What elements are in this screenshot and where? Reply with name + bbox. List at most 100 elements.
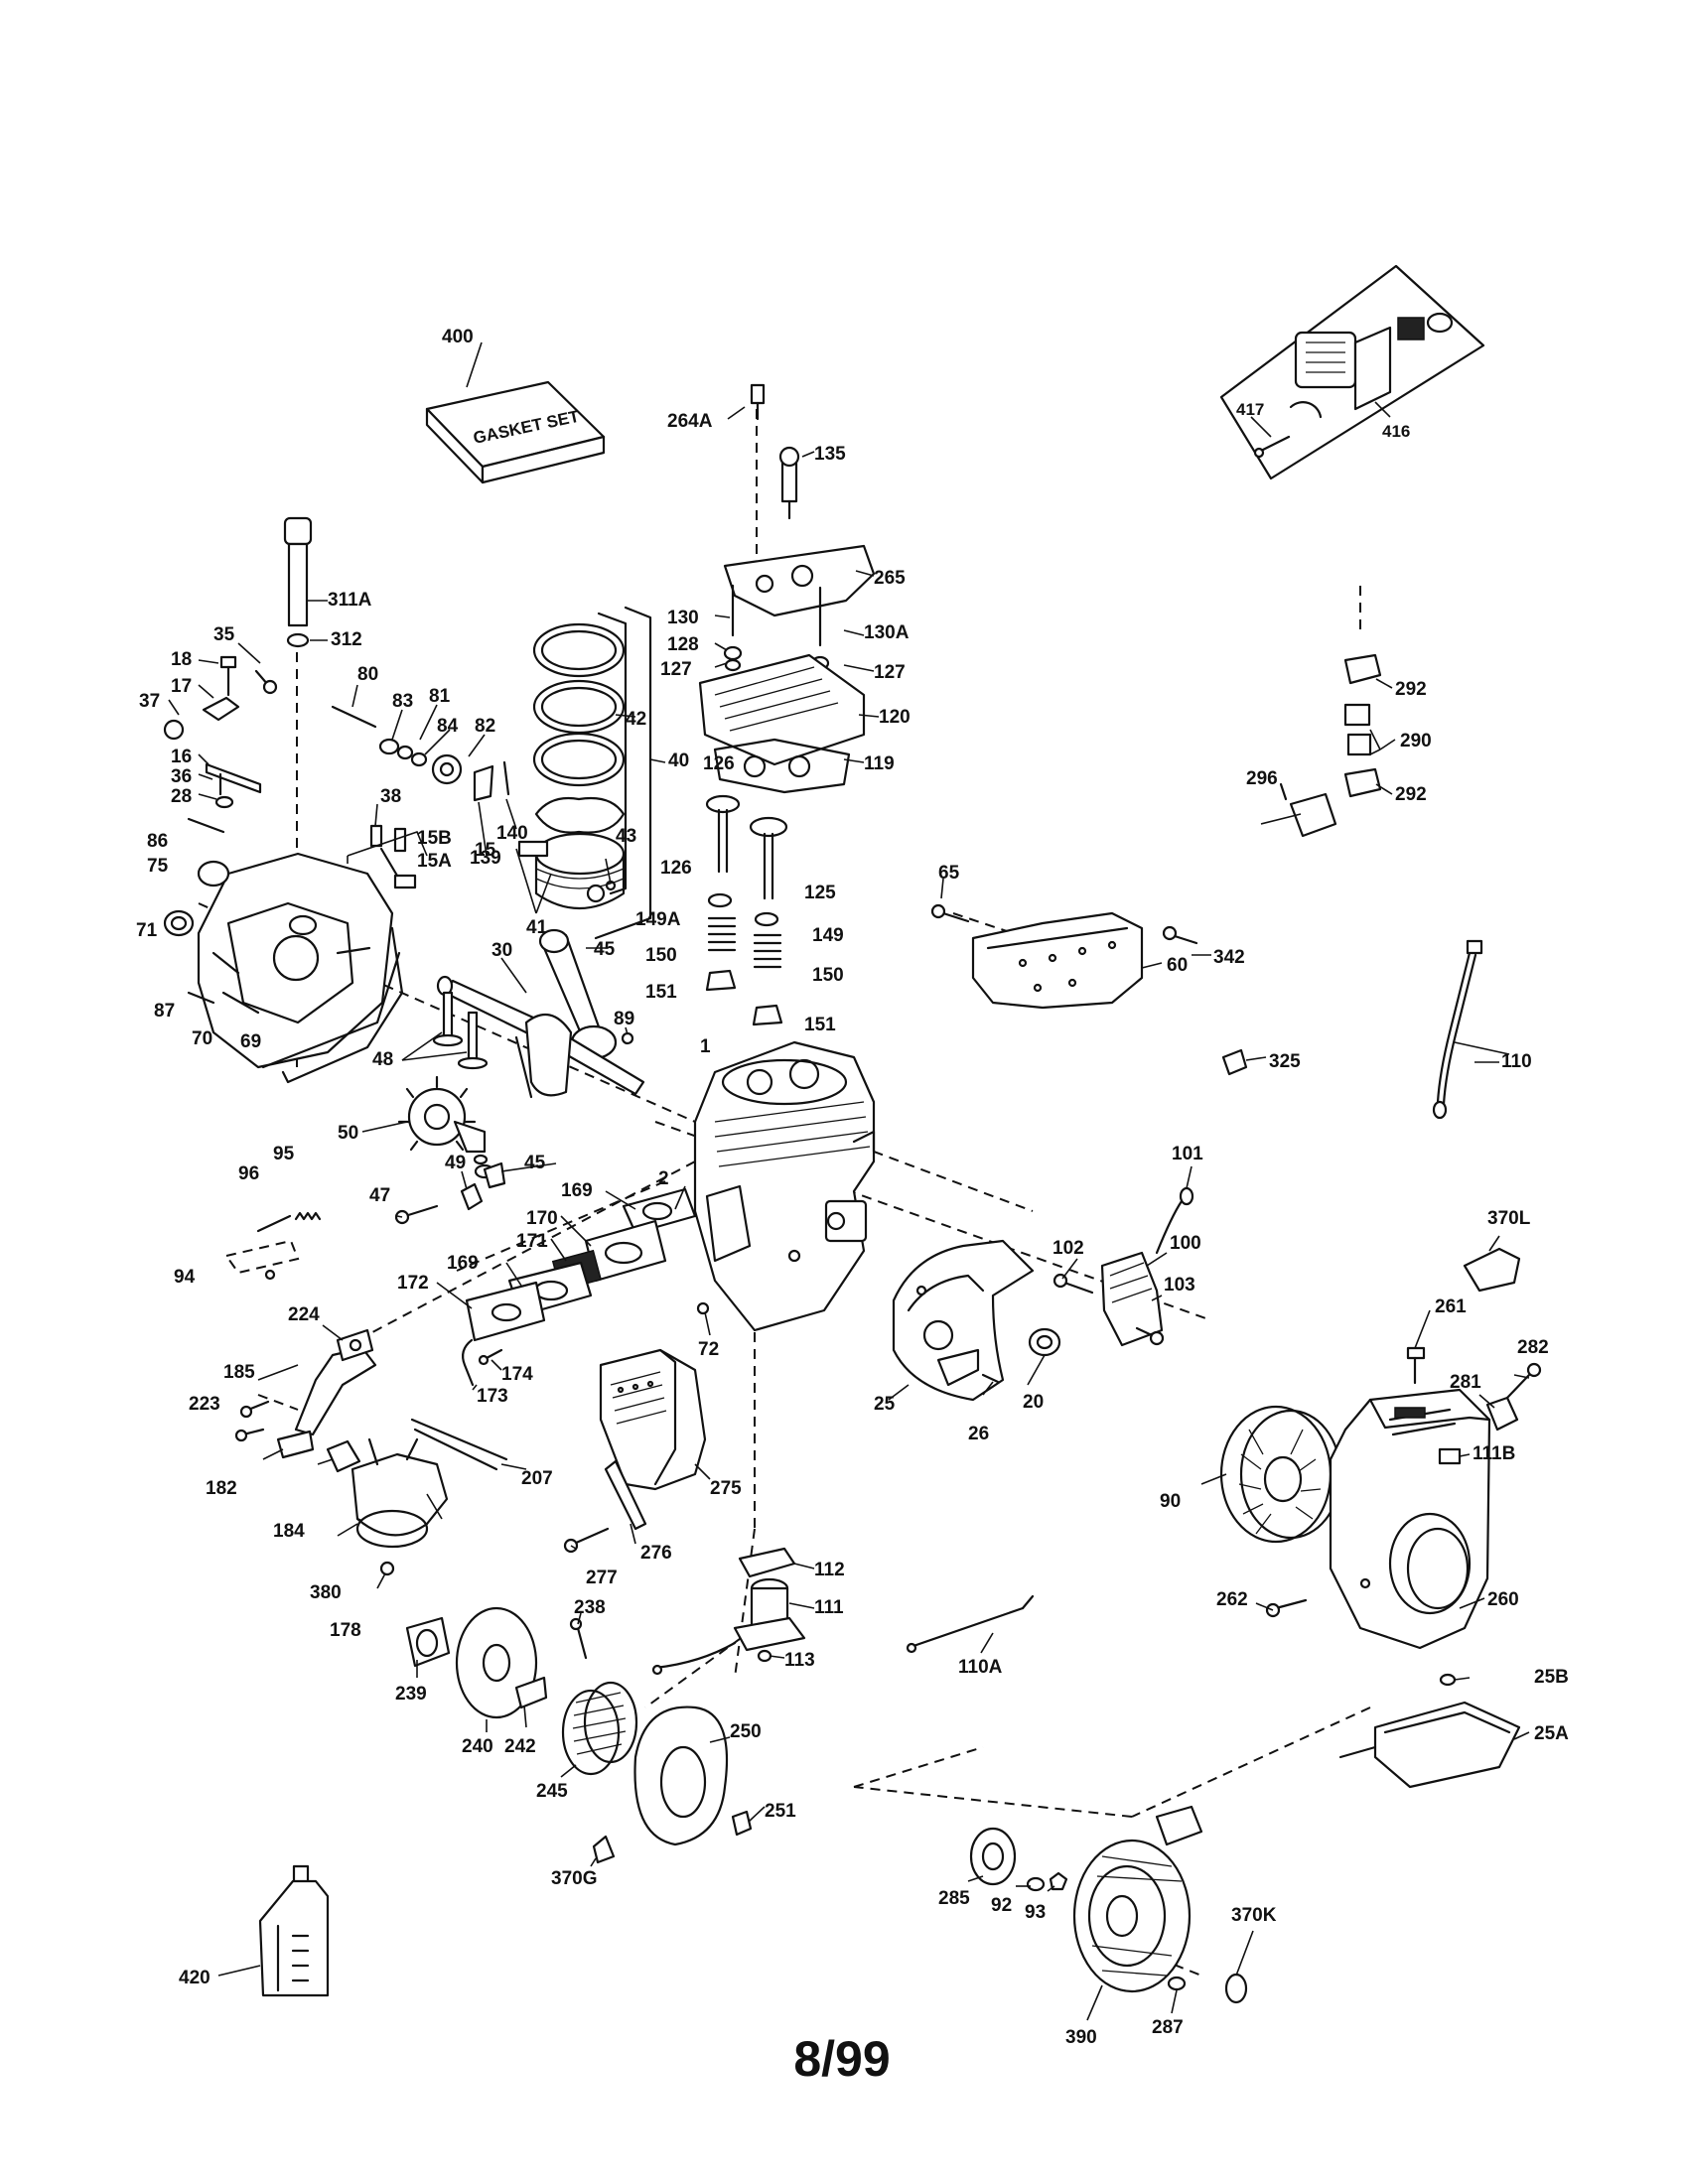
label-380: 380	[310, 1582, 342, 1603]
label-149: 149	[812, 925, 844, 946]
label-285: 285	[938, 1888, 970, 1909]
label-81: 81	[429, 686, 451, 707]
label-96: 96	[238, 1163, 259, 1184]
label-260: 260	[1487, 1589, 1519, 1610]
label-94: 94	[174, 1267, 196, 1288]
label-239: 239	[395, 1684, 427, 1705]
label-265: 265	[874, 568, 906, 589]
label-149A: 149A	[635, 909, 681, 930]
label-1: 1	[700, 1036, 711, 1057]
label-417: 417	[1236, 400, 1264, 419]
stop-switch-281	[1485, 1362, 1542, 1432]
callout-labels: 400 264A 135 265 130 128 127 130A 127 12…	[136, 327, 1569, 2048]
left-small-parts	[163, 655, 318, 1005]
label-35: 35	[213, 624, 235, 645]
label-281: 281	[1450, 1372, 1481, 1393]
label-126: 126	[703, 753, 735, 774]
label-110: 110	[1501, 1051, 1532, 1072]
label-38: 38	[380, 786, 401, 807]
tray-25A	[1338, 1673, 1521, 1789]
label-400: 400	[442, 327, 474, 347]
crankshaft-conrod	[436, 928, 645, 1099]
label-102: 102	[1052, 1238, 1084, 1259]
cylinder-shroud-60	[930, 903, 1248, 1076]
label-111: 111	[814, 1597, 844, 1618]
label-416: 416	[1382, 422, 1410, 441]
label-245: 245	[536, 1781, 568, 1802]
label-83: 83	[392, 691, 413, 712]
label-125: 125	[804, 883, 836, 903]
label-325: 325	[1269, 1051, 1301, 1072]
label-70: 70	[192, 1028, 212, 1049]
air-filter-250	[592, 1706, 753, 1864]
label-45-top: 45	[594, 939, 616, 960]
label-169-top: 169	[561, 1180, 593, 1201]
label-40: 40	[668, 751, 689, 771]
label-185: 185	[223, 1362, 255, 1383]
brackets	[347, 831, 428, 864]
fuel-pump-111	[651, 1547, 806, 1676]
intake-pipe-185	[234, 1328, 377, 1459]
label-100: 100	[1170, 1233, 1201, 1254]
label-86: 86	[147, 831, 168, 852]
label-170: 170	[526, 1208, 558, 1229]
label-127-right: 127	[874, 662, 906, 683]
label-174: 174	[501, 1364, 533, 1385]
label-370G: 370G	[551, 1868, 597, 1889]
label-184: 184	[273, 1521, 305, 1542]
oil-filter-kit-inset	[1219, 264, 1485, 480]
label-390: 390	[1065, 2027, 1097, 2048]
ignition-coil-100	[1052, 1186, 1194, 1347]
label-28: 28	[171, 786, 192, 807]
label-242: 242	[504, 1736, 536, 1757]
label-41: 41	[526, 917, 548, 938]
label-87: 87	[154, 1001, 175, 1022]
label-292-bottom: 292	[1395, 784, 1427, 805]
label-311A: 311A	[328, 590, 372, 611]
label-103: 103	[1164, 1275, 1195, 1296]
engine-block-1	[693, 1040, 876, 1332]
dipstick-311A	[283, 516, 313, 648]
label-128: 128	[667, 634, 699, 655]
label-135: 135	[814, 444, 846, 465]
label-282: 282	[1517, 1337, 1549, 1358]
label-182: 182	[206, 1478, 237, 1499]
label-90: 90	[1160, 1491, 1181, 1512]
label-292-top: 292	[1395, 679, 1427, 700]
label-126-valve: 126	[660, 858, 692, 879]
wire-110A	[906, 1594, 1035, 1654]
crankcase-cover-70	[197, 852, 404, 1084]
label-119: 119	[864, 753, 895, 774]
air-cleaner-group	[405, 1606, 638, 1776]
label-150-right: 150	[812, 965, 844, 986]
label-93: 93	[1025, 1902, 1046, 1923]
governor-spring-linkage	[224, 1211, 322, 1281]
label-130: 130	[667, 608, 699, 628]
decal-370L	[1463, 1247, 1521, 1293]
label-140: 140	[496, 823, 528, 844]
label-172: 172	[397, 1273, 429, 1294]
label-262: 262	[1216, 1589, 1248, 1610]
label-50: 50	[338, 1123, 358, 1144]
label-207: 207	[521, 1468, 553, 1489]
label-15A: 15A	[417, 851, 452, 872]
label-65: 65	[938, 863, 960, 884]
label-42: 42	[626, 709, 646, 730]
label-224: 224	[288, 1304, 320, 1325]
label-45-bottom: 45	[524, 1153, 546, 1173]
label-89: 89	[614, 1009, 634, 1029]
label-370L: 370L	[1487, 1208, 1531, 1229]
label-296: 296	[1246, 768, 1278, 789]
label-223: 223	[189, 1394, 220, 1415]
label-111B: 111B	[1473, 1443, 1515, 1464]
label-120: 120	[879, 707, 911, 728]
label-169-bottom: 169	[447, 1253, 479, 1274]
label-110A: 110A	[958, 1657, 1003, 1678]
label-150-left: 150	[645, 945, 677, 966]
wire-110	[1432, 939, 1483, 1120]
label-151-right: 151	[804, 1015, 836, 1035]
label-47: 47	[369, 1185, 390, 1206]
label-43: 43	[616, 826, 636, 847]
fuel-filter-296	[1279, 653, 1382, 838]
